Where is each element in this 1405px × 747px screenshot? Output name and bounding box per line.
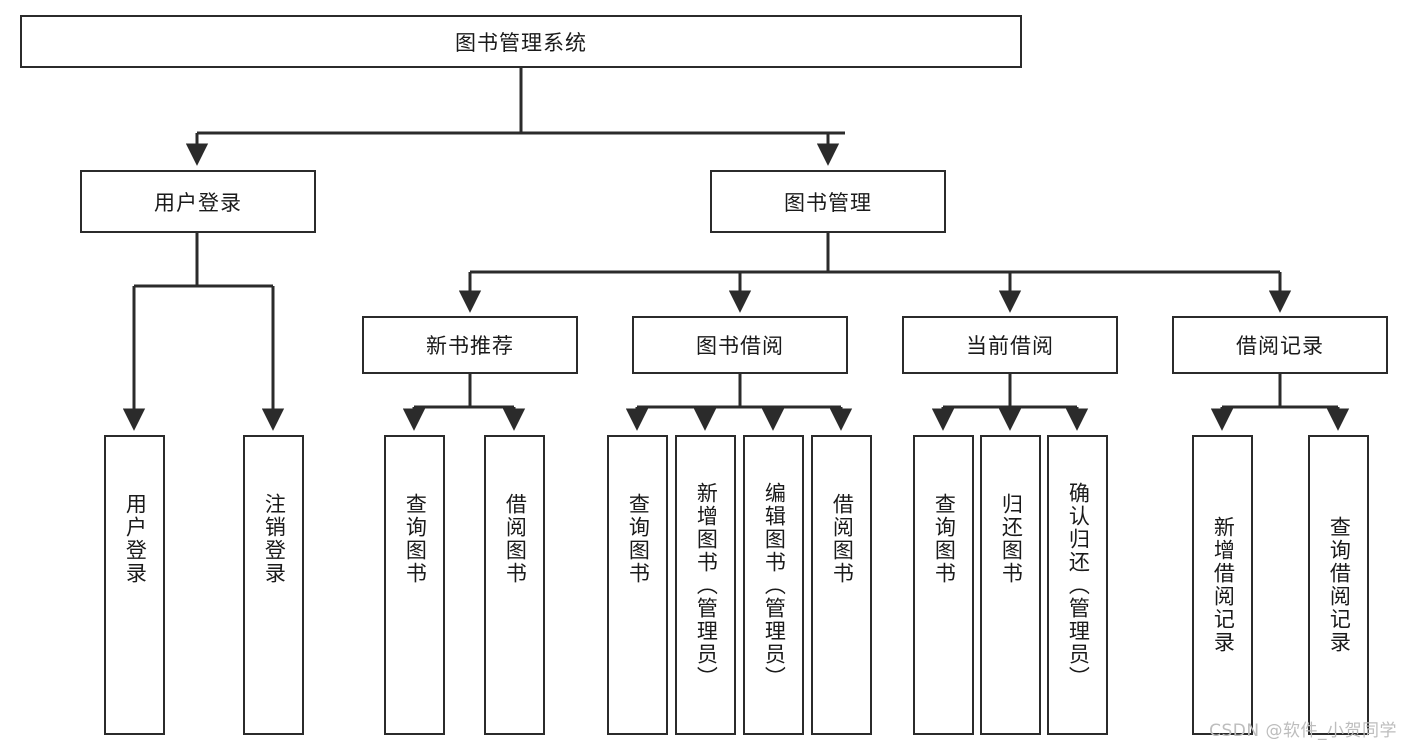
node-leaf-query-borrow-record[interactable]: 查询借阅记录	[1308, 435, 1369, 735]
node-leaf-user-login[interactable]: 用户登录	[104, 435, 165, 735]
node-root-book-management-system[interactable]: 图书管理系统	[20, 15, 1022, 68]
node-current-borrow[interactable]: 当前借阅	[902, 316, 1118, 374]
csdn-watermark: CSDN @软件_小贺同学	[1209, 721, 1397, 741]
node-leaf-logout-login[interactable]: 注销登录	[243, 435, 304, 735]
node-leaf-add-borrow-record[interactable]: 新增借阅记录	[1192, 435, 1253, 735]
node-leaf-query-book-borrow[interactable]: 查询图书	[607, 435, 668, 735]
node-leaf-query-book-current[interactable]: 查询图书	[913, 435, 974, 735]
node-leaf-add-book-admin[interactable]: 新增图书（管理员）	[675, 435, 736, 735]
node-book-management[interactable]: 图书管理	[710, 170, 946, 233]
node-borrow-record[interactable]: 借阅记录	[1172, 316, 1388, 374]
node-leaf-confirm-return-admin[interactable]: 确认归还（管理员）	[1047, 435, 1108, 735]
node-leaf-query-book-recommend[interactable]: 查询图书	[384, 435, 445, 735]
node-leaf-edit-book-admin[interactable]: 编辑图书（管理员）	[743, 435, 804, 735]
node-book-borrow[interactable]: 图书借阅	[632, 316, 848, 374]
node-new-book-recommend[interactable]: 新书推荐	[362, 316, 578, 374]
node-leaf-borrow-book[interactable]: 借阅图书	[811, 435, 872, 735]
node-user-login[interactable]: 用户登录	[80, 170, 316, 233]
node-leaf-borrow-book-recommend[interactable]: 借阅图书	[484, 435, 545, 735]
node-leaf-return-book[interactable]: 归还图书	[980, 435, 1041, 735]
